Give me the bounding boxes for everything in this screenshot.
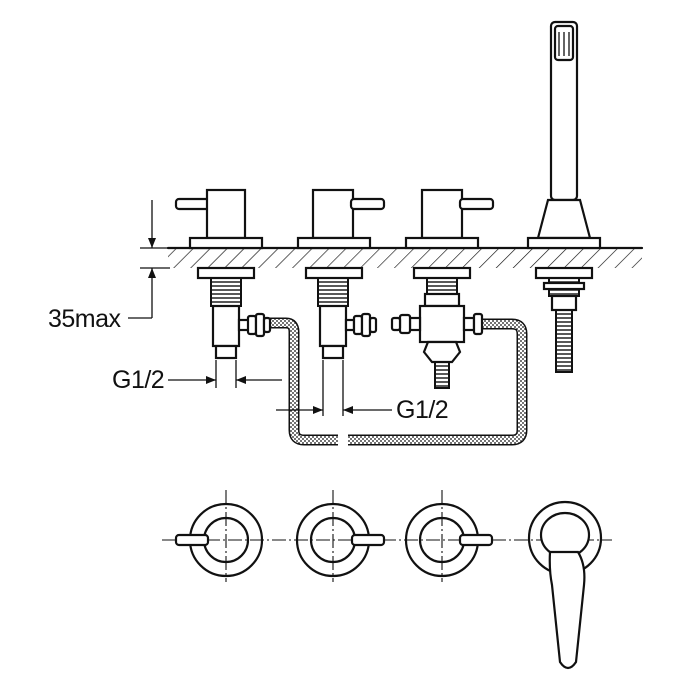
dimension-thread-center [276, 360, 392, 416]
thread-left-label: G1/2 [112, 366, 165, 394]
valve-left [174, 188, 272, 360]
deck-surface [166, 246, 644, 268]
dimension-thread-left [168, 360, 282, 388]
plan-view [162, 490, 612, 670]
dimension-height [128, 200, 170, 319]
thread-center-label: G1/2 [396, 396, 449, 424]
valve-diverter [390, 188, 495, 389]
hand-shower [526, 20, 602, 373]
flex-hose-left [262, 317, 338, 446]
height-dimension-label: 35max [48, 305, 121, 333]
valve-center [296, 188, 386, 360]
flex-hose-right [348, 318, 528, 446]
